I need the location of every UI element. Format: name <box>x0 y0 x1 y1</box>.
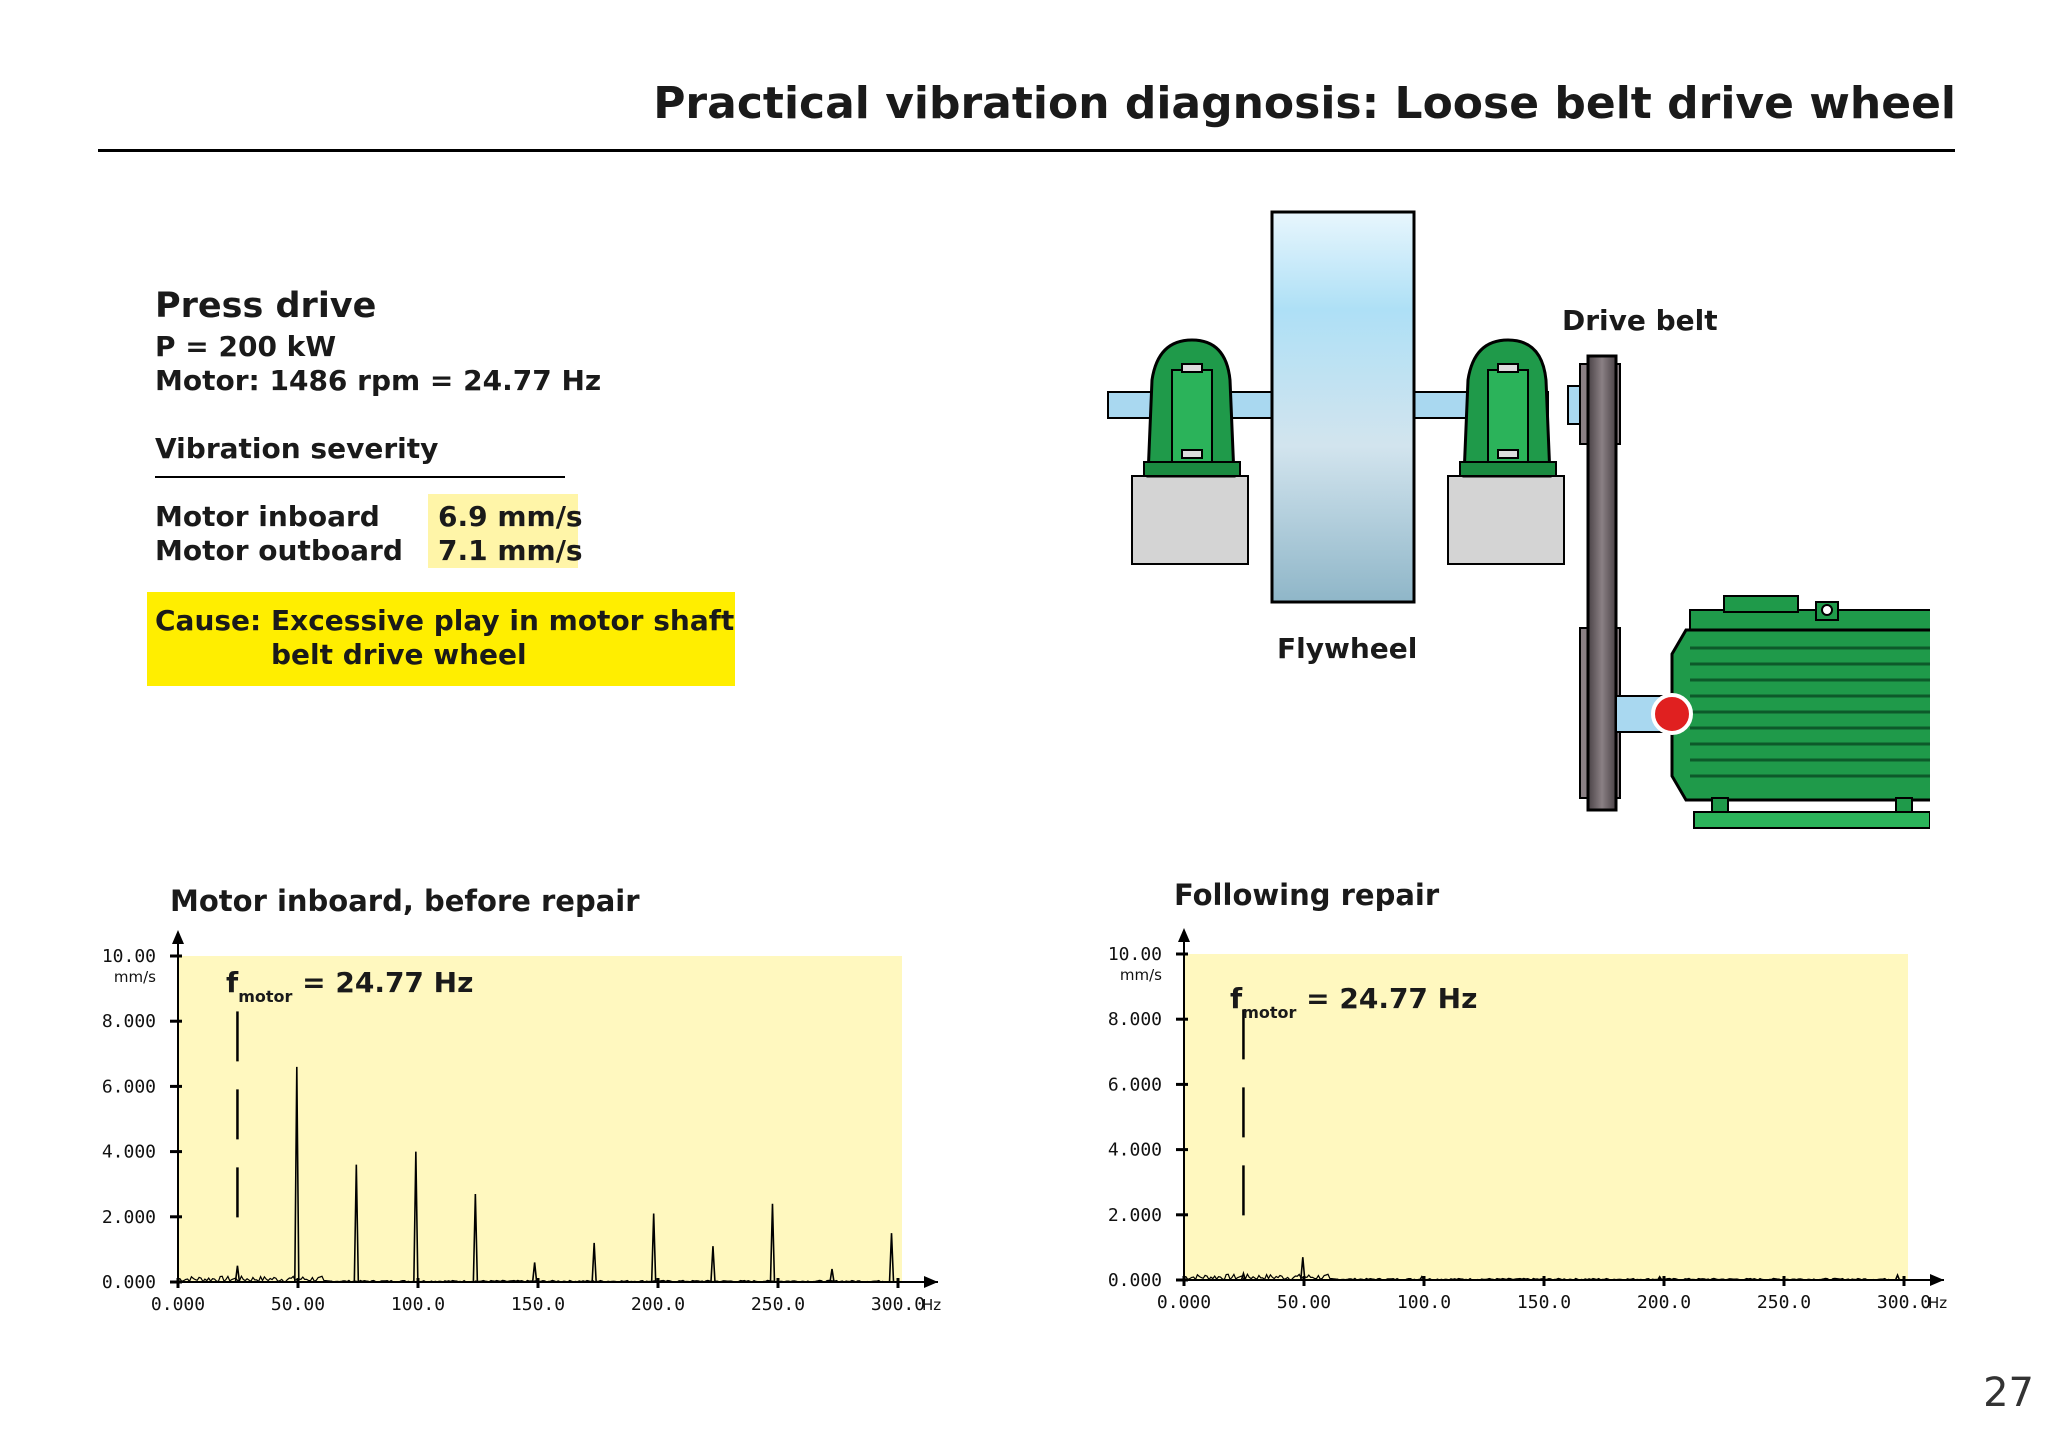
x-axis-arrow <box>924 1276 938 1288</box>
power-spec: P = 200 kW <box>155 330 337 363</box>
machine-diagram <box>1107 210 1930 829</box>
x-tick-label: 200.0 <box>631 1294 685 1315</box>
chart-after-title: Following repair <box>1174 878 1440 912</box>
y-tick-label: 4.000 <box>1108 1140 1162 1161</box>
page-title: Practical vibration diagnosis: Loose bel… <box>653 78 1956 129</box>
spectrum-peak <box>769 1203 776 1283</box>
cause-line-1: Excessive play in motor shaft <box>271 604 735 637</box>
right-bearing-housing <box>1459 338 1557 478</box>
chart-before-annotation: fmotor = 24.77 Hz <box>226 966 473 1006</box>
left-bearing-housing <box>1143 338 1241 478</box>
y-tick-label: 10.00 <box>102 946 156 967</box>
severity-value-outboard: 7.1 mm/s <box>438 534 583 567</box>
severity-label-inboard: Motor inboard <box>155 500 380 533</box>
y-tick-label: 8.000 <box>102 1011 156 1032</box>
cause-box: Cause: Excessive play in motor shaft bel… <box>147 592 735 686</box>
cause-line-2: belt drive wheel <box>271 638 527 671</box>
x-axis-arrow <box>1930 1274 1944 1286</box>
x-unit-label: Hz <box>1928 1294 1947 1312</box>
y-tick-label: 4.000 <box>102 1142 156 1163</box>
y-tick-label: 10.00 <box>1108 944 1162 965</box>
spectrum-peak <box>710 1246 716 1283</box>
x-unit-label: Hz <box>922 1296 941 1314</box>
drive-belt <box>1586 354 1618 812</box>
x-tick-label: 0.000 <box>1157 1292 1211 1313</box>
annotation-sub-2: motor <box>1242 1003 1297 1022</box>
x-tick-label: 200.0 <box>1637 1292 1691 1313</box>
y-tick-label: 0.000 <box>102 1272 156 1293</box>
x-tick-label: 100.0 <box>1397 1292 1451 1313</box>
x-tick-label: 50.00 <box>1277 1292 1331 1313</box>
spectrum-peak <box>294 1066 300 1283</box>
annotation-f-2: f <box>1230 982 1243 1015</box>
severity-heading: Vibration severity <box>155 432 439 465</box>
flywheel <box>1270 210 1416 604</box>
severity-divider <box>155 476 565 478</box>
severity-value-inboard: 6.9 mm/s <box>438 500 583 533</box>
y-tick-label: 8.000 <box>1108 1009 1162 1030</box>
flywheel-label: Flywheel <box>1277 632 1418 665</box>
chart-after-annotation: fmotor = 24.77 Hz <box>1230 982 1477 1022</box>
spectrum-peak <box>650 1213 657 1283</box>
motor-spec: Motor: 1486 rpm = 24.77 Hz <box>155 364 602 397</box>
spectrum-peak <box>1240 1270 1247 1281</box>
spectrum-peak <box>1894 1272 1901 1281</box>
severity-label-outboard: Motor outboard <box>155 534 403 567</box>
y-tick-label: 6.000 <box>1108 1074 1162 1095</box>
y-unit-label: mm/s <box>114 968 156 986</box>
y-axis-arrow <box>1178 928 1190 942</box>
y-tick-label: 0.000 <box>1108 1270 1162 1291</box>
x-tick-label: 50.00 <box>271 1294 325 1315</box>
annotation-f: f <box>226 966 239 999</box>
spectrum-peak <box>1300 1257 1306 1281</box>
x-tick-label: 150.0 <box>1517 1292 1571 1313</box>
annotation-sub: motor <box>238 987 293 1006</box>
spectrum-peak <box>472 1193 479 1283</box>
cause-label: Cause: <box>155 604 262 637</box>
spectrum-peak <box>591 1242 597 1283</box>
severity-value-highlight <box>428 494 578 568</box>
x-tick-label: 300.0 <box>871 1294 925 1315</box>
sensor-inboard <box>1651 693 1693 735</box>
spectrum-peak <box>234 1265 241 1283</box>
title-divider <box>98 149 1955 152</box>
spectrum-peak <box>531 1262 538 1283</box>
left-pedestal <box>1131 475 1249 565</box>
x-tick-label: 300.0 <box>1877 1292 1931 1313</box>
spectrum-peak <box>829 1268 835 1283</box>
y-tick-label: 6.000 <box>102 1076 156 1097</box>
right-pedestal <box>1447 475 1565 565</box>
plot-background <box>1184 954 1908 1280</box>
y-unit-label: mm/s <box>1120 966 1162 984</box>
chart-before-title: Motor inboard, before repair <box>170 884 640 918</box>
machine-heading: Press drive <box>155 286 377 326</box>
annotation-value-2: = 24.77 Hz <box>1306 982 1478 1015</box>
annotation-value: = 24.77 Hz <box>302 966 474 999</box>
y-tick-label: 2.000 <box>1108 1205 1162 1226</box>
spectrum-peak <box>1656 1275 1663 1281</box>
electric-motor <box>1670 595 1930 829</box>
spectrum-peak <box>888 1233 895 1283</box>
x-tick-label: 250.0 <box>751 1294 805 1315</box>
spectrum-peak <box>353 1164 360 1283</box>
x-tick-label: 250.0 <box>1757 1292 1811 1313</box>
y-tick-label: 2.000 <box>102 1207 156 1228</box>
x-tick-label: 150.0 <box>511 1294 565 1315</box>
x-tick-label: 100.0 <box>391 1294 445 1315</box>
page-number: 27 <box>1983 1370 2034 1416</box>
spectrum-peak <box>413 1151 419 1283</box>
y-axis-arrow <box>172 930 184 944</box>
x-tick-label: 0.000 <box>151 1294 205 1315</box>
drive-belt-label: Drive belt <box>1562 304 1718 337</box>
